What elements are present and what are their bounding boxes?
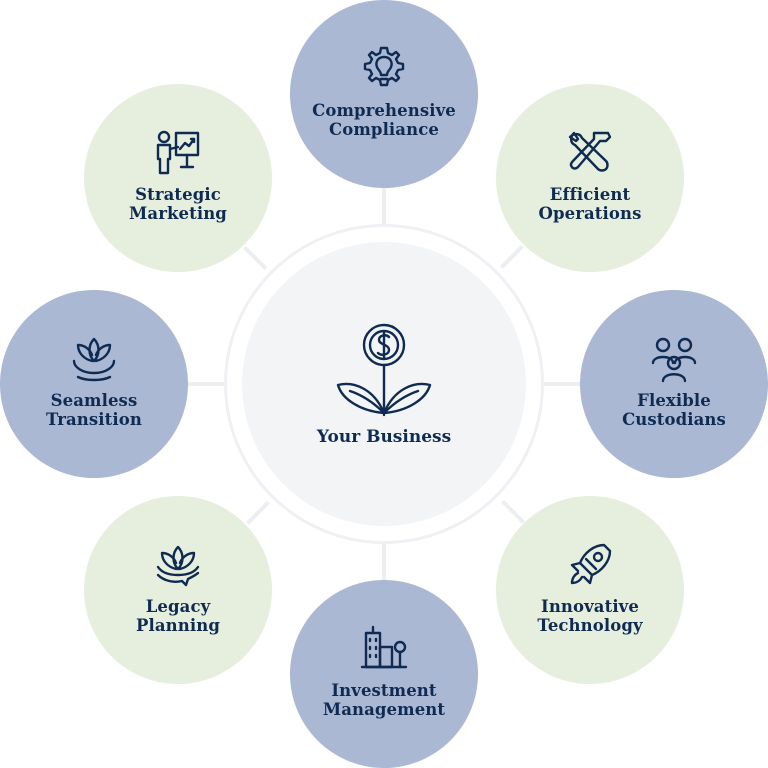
gear-lightbulb-icon <box>363 46 405 87</box>
node-label: Comprehensive Compliance <box>312 101 456 139</box>
center-node: Your Business <box>242 242 526 526</box>
node-label: Legacy Planning <box>136 597 220 635</box>
center-label: Your Business <box>316 427 452 447</box>
node-comprehensive-compliance: Comprehensive Compliance <box>290 0 478 188</box>
lotus-water-icon <box>72 337 116 382</box>
outer-ring <box>224 224 544 544</box>
node-efficient-operations: Efficient Operations <box>496 84 684 272</box>
connector-left <box>186 382 226 386</box>
node-label: Efficient Operations <box>538 185 642 223</box>
connector-bottom <box>382 542 386 582</box>
node-label: Seamless Transition <box>46 391 142 429</box>
rocket-icon <box>570 543 612 585</box>
node-innovative-technology: Innovative Technology <box>496 496 684 684</box>
node-flexible-custodians: Flexible Custodians <box>580 290 768 478</box>
wrench-hammer-icon <box>568 131 612 172</box>
city-building-icon <box>360 625 408 669</box>
node-investment-management: Investment Management <box>290 580 478 768</box>
connector-top <box>382 186 386 226</box>
money-plant-icon <box>336 323 432 417</box>
node-label: Flexible Custodians <box>622 391 726 429</box>
node-label: Strategic Marketing <box>129 185 227 223</box>
connector-right <box>542 382 582 386</box>
node-label: Innovative Technology <box>537 597 643 635</box>
node-strategic-marketing: Strategic Marketing <box>84 84 272 272</box>
node-legacy-planning: Legacy Planning <box>84 496 272 684</box>
people-group-icon <box>651 337 697 383</box>
lotus-ribbon-icon <box>156 545 200 587</box>
node-label: Investment Management <box>322 681 446 719</box>
node-seamless-transition: Seamless Transition <box>0 290 188 478</box>
presenter-chart-icon <box>156 130 200 175</box>
